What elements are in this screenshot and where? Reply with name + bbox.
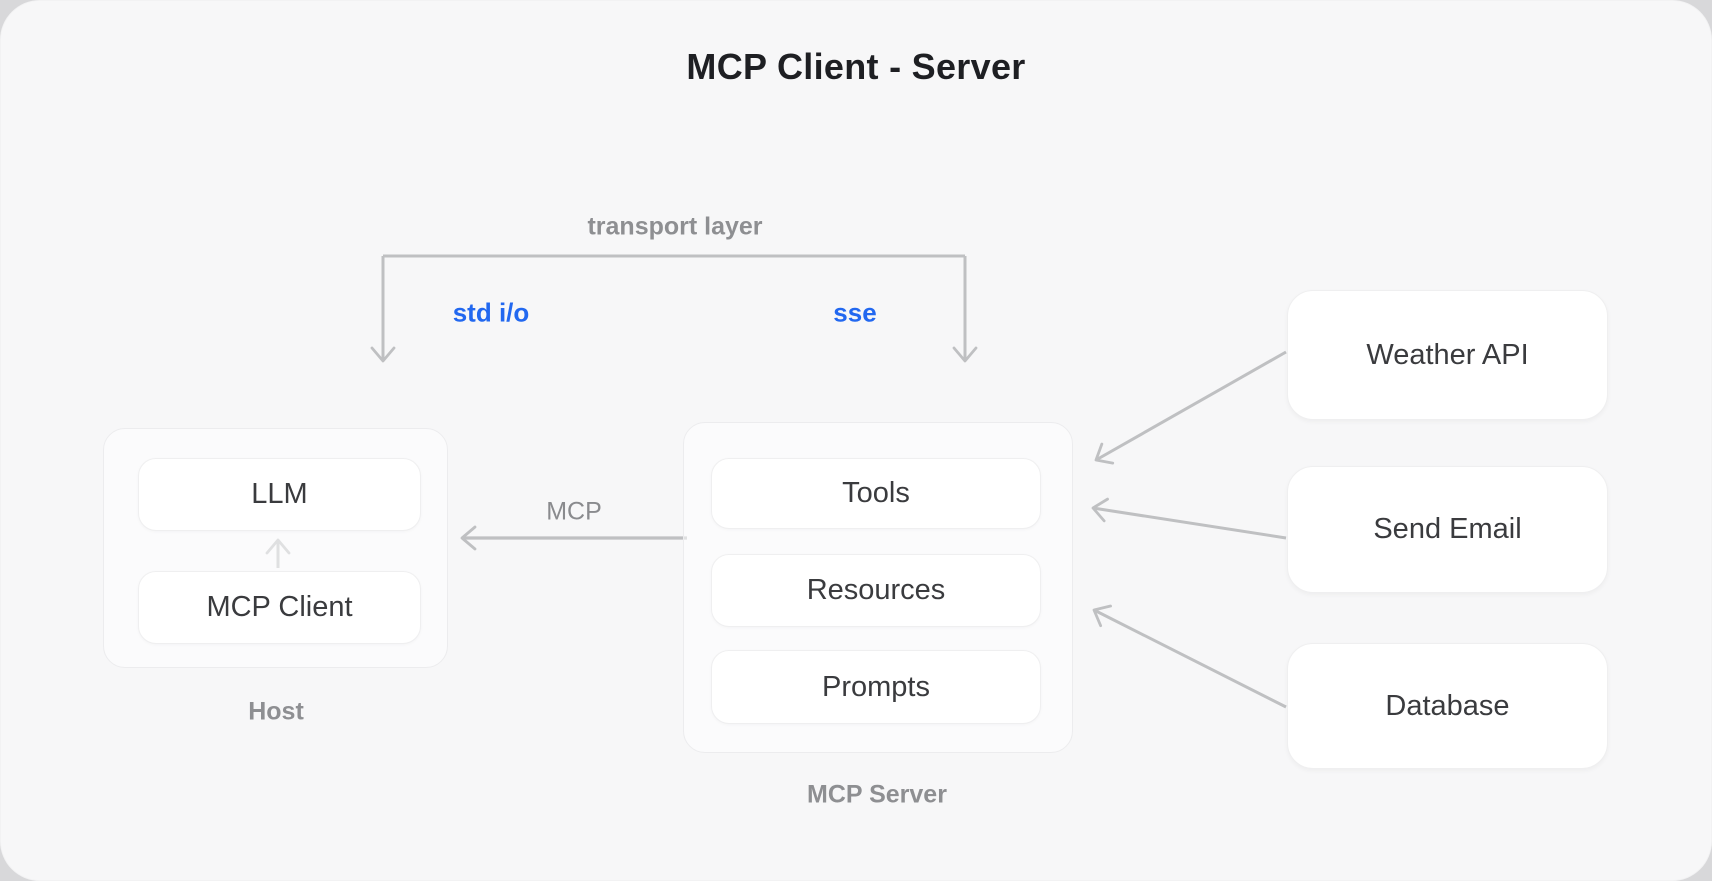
arrow-weather-api-to-server [1094,350,1287,465]
node-mcp-client-label: MCP Client [206,591,353,623]
node-database-label: Database [1385,689,1510,722]
node-prompts-label: Prompts [822,670,930,703]
arrow-database-to-server [1092,604,1287,709]
node-send-email: Send Email [1287,466,1608,593]
node-weather-api-label: Weather API [1366,338,1529,371]
mcp-server-container: Tools Resources Prompts [683,422,1073,753]
node-weather-api: Weather API [1287,290,1608,420]
node-mcp-client: MCP Client [138,571,421,644]
node-tools: Tools [711,458,1041,529]
host-label: Host [248,697,304,726]
sse-label: sse [833,297,877,328]
node-llm: LLM [138,458,421,531]
mcp-edge-label: MCP [546,497,602,526]
mcp-server-label: MCP Server [807,780,947,809]
arrow-send-email-to-server [1091,497,1287,540]
node-prompts: Prompts [711,650,1041,724]
node-database: Database [1287,643,1608,769]
page-title: MCP Client - Server [686,46,1026,87]
stdio-label: std i/o [452,297,530,328]
node-send-email-label: Send Email [1373,513,1522,545]
node-resources-label: Resources [806,574,946,606]
node-resources: Resources [711,554,1041,627]
node-tools-label: Tools [842,477,910,509]
transport-layer-label: transport layer [587,212,763,241]
host-container: LLM MCP Client [103,428,448,668]
node-llm-label: LLM [251,478,308,510]
